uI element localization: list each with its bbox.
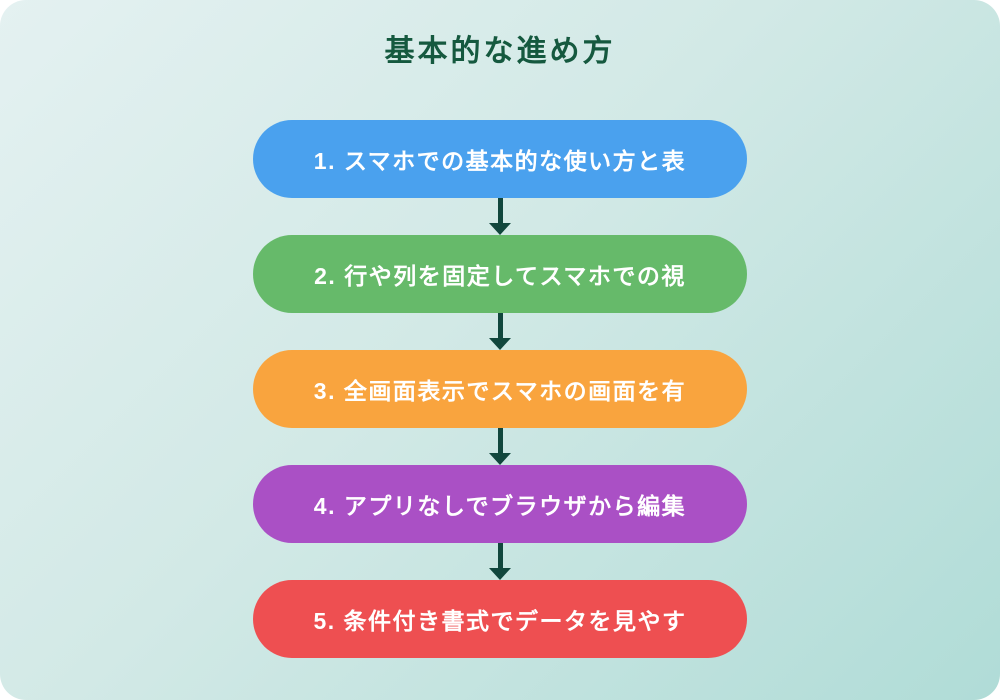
step-label-2: 2. 行や列を固定してスマホでの視 <box>314 263 686 289</box>
arrow-down-icon <box>489 543 511 580</box>
arrow-stem <box>497 543 503 568</box>
step-label-1: 1. スマホでの基本的な使い方と表 <box>313 148 687 174</box>
step-box-4: 4. アプリなしでブラウザから編集 <box>253 465 747 543</box>
step-label-4: 4. アプリなしでブラウザから編集 <box>313 493 687 519</box>
flow-diagram: 1. スマホでの基本的な使い方と表 2. 行や列を固定してスマホでの視 3. 全… <box>0 120 1000 658</box>
step-box-5: 5. 条件付き書式でデータを見やす <box>253 580 747 658</box>
arrow-head <box>489 453 511 465</box>
arrow-stem <box>497 313 503 338</box>
arrow-head <box>489 568 511 580</box>
arrow-down-icon <box>489 198 511 235</box>
step-label-5: 5. 条件付き書式でデータを見やす <box>313 608 687 634</box>
arrow-stem <box>497 428 503 453</box>
arrow-head <box>489 223 511 235</box>
step-box-2: 2. 行や列を固定してスマホでの視 <box>253 235 747 313</box>
step-box-1: 1. スマホでの基本的な使い方と表 <box>253 120 747 198</box>
arrow-down-icon <box>489 428 511 465</box>
step-box-3: 3. 全画面表示でスマホの画面を有 <box>253 350 747 428</box>
arrow-head <box>489 338 511 350</box>
step-label-3: 3. 全画面表示でスマホの画面を有 <box>313 378 687 404</box>
arrow-down-icon <box>489 313 511 350</box>
page-title: 基本的な進め方 <box>384 35 616 68</box>
arrow-stem <box>497 198 503 223</box>
